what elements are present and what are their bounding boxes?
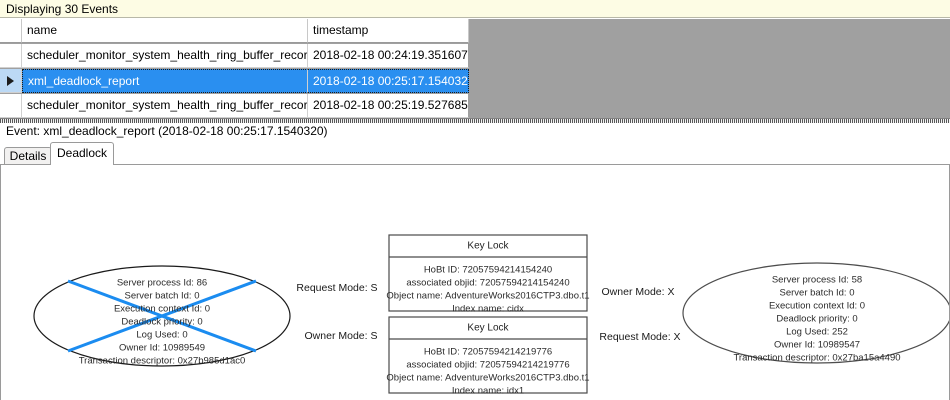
selected-event-caption: Event: xml_deadlock_report (2018-02-18 0… [6, 124, 328, 138]
edge-right-owner-x-text: Owner Mode: X [602, 286, 675, 298]
keylock-bottom-line-0: HoBt ID: 72057594214219776 [424, 347, 552, 358]
resource-node-keylock-top[interactable]: Key Lock HoBt ID: 72057594214154240 asso… [386, 234, 590, 315]
keylock-bottom-line-1: associated objid: 72057594214219776 [406, 360, 569, 371]
deadlock-victim-cross-icon [67, 279, 257, 353]
process-left-line-4: Log Used: 0 [136, 330, 187, 341]
process-right-line-3: Deadlock priority: 0 [776, 314, 857, 325]
cell-event-name[interactable]: scheduler_monitor_system_health_ring_buf… [22, 44, 308, 68]
process-node-left[interactable]: Server process Id: 86 Server batch Id: 0… [33, 265, 291, 367]
process-right-line-2: Execution context Id: 0 [769, 301, 865, 312]
cell-event-name[interactable]: scheduler_monitor_system_health_ring_buf… [22, 94, 308, 118]
process-right-line-6: Transaction descriptor: 0x27ba15a4490 [733, 353, 900, 364]
edge-left-request-s-text: Request Mode: S [296, 282, 377, 294]
row-selector[interactable] [0, 44, 22, 68]
process-left-line-2: Execution context Id: 0 [114, 304, 210, 315]
tabstrip: Details Deadlock [0, 142, 950, 165]
keylock-bottom-line-3: Index name: idx1 [452, 386, 524, 397]
row-selector[interactable] [0, 69, 22, 93]
keylock-bottom-line-2: Object name: AdventureWorks2016CTP3.dbo.… [386, 373, 589, 384]
current-row-pointer-icon [7, 76, 14, 86]
process-right-line-5: Owner Id: 10989547 [774, 340, 860, 351]
row-selector[interactable] [0, 94, 22, 118]
keylock-top-line-0: HoBt ID: 72057594214154240 [424, 265, 552, 276]
column-header-name: name [27, 23, 58, 37]
event-name-text: xml_deadlock_report [28, 74, 140, 88]
edge-label-left-owner-s: Owner Mode: S [297, 328, 385, 342]
keylock-bottom-box [388, 316, 588, 394]
keylock-top-line-2: Object name: AdventureWorks2016CTP3.dbo.… [386, 291, 589, 302]
keylock-bottom-title: Key Lock [467, 323, 509, 334]
process-right-line-4: Log Used: 252 [786, 327, 848, 338]
process-left-line-1: Server batch Id: 0 [125, 291, 200, 302]
tab-deadlock[interactable]: Deadlock [50, 142, 114, 165]
edge-label-right-request-x: Request Mode: X [591, 329, 689, 343]
process-right-line-0: Server process Id: 58 [772, 275, 862, 286]
cell-event-timestamp[interactable]: 2018-02-18 00:24:19.3516078 [308, 44, 469, 68]
process-left-line-6: Transaction descriptor: 0x27b985d1ac0 [79, 356, 246, 367]
process-left-line-3: Deadlock priority: 0 [121, 317, 202, 328]
grid-header-row: name timestamp [0, 19, 469, 43]
event-timestamp-text: 2018-02-18 00:25:17.1540320 [313, 74, 469, 88]
process-left-line-0: Server process Id: 86 [117, 278, 207, 289]
deadlock-graph-canvas[interactable]: Server process Id: 86 Server batch Id: 0… [0, 164, 950, 400]
table-row[interactable]: scheduler_monitor_system_health_ring_buf… [0, 94, 469, 118]
tab-details[interactable]: Details [4, 147, 52, 165]
column-header-timestamp: timestamp [313, 23, 369, 37]
event-timestamp-text: 2018-02-18 00:25:19.5276859 [313, 98, 469, 112]
event-name-text: scheduler_monitor_system_health_ring_buf… [27, 98, 308, 112]
grid-header-timestamp-cell[interactable]: timestamp [308, 19, 469, 43]
table-row[interactable]: scheduler_monitor_system_health_ring_buf… [0, 44, 469, 68]
events-grid[interactable]: name timestamp scheduler_monitor_system_… [0, 19, 950, 119]
process-right-line-1: Server batch Id: 0 [780, 288, 855, 299]
cell-event-timestamp[interactable]: 2018-02-18 00:25:19.5276859 [308, 94, 469, 118]
keylock-top-line-1: associated objid: 72057594214154240 [406, 278, 569, 289]
cell-event-timestamp[interactable]: 2018-02-18 00:25:17.1540320 [308, 69, 469, 93]
process-node-right[interactable]: Server process Id: 58 Server batch Id: 0… [682, 262, 950, 364]
edge-label-left-request-s: Request Mode: S [289, 280, 385, 294]
edge-label-right-owner-x: Owner Mode: X [593, 284, 683, 298]
table-row-selected[interactable]: xml_deadlock_report 2018-02-18 00:25:17.… [0, 69, 469, 93]
horizontal-splitter-handle[interactable] [0, 119, 950, 123]
keylock-top-box [388, 234, 588, 312]
process-left-line-5: Owner Id: 10989549 [119, 343, 205, 354]
cell-event-name[interactable]: xml_deadlock_report [22, 69, 308, 93]
edge-right-request-x-text: Request Mode: X [599, 331, 680, 343]
keylock-top-line-3: Index name: cidx [452, 304, 524, 315]
events-count-label: Displaying 30 Events [6, 2, 119, 16]
grid-header-selector-cell [0, 19, 22, 43]
process-ellipse-right [682, 262, 949, 364]
event-timestamp-text: 2018-02-18 00:24:19.3516078 [313, 48, 469, 62]
resource-node-keylock-bottom[interactable]: Key Lock HoBt ID: 72057594214219776 asso… [386, 316, 590, 397]
events-banner: Displaying 30 Events [0, 0, 950, 18]
event-name-text: scheduler_monitor_system_health_ring_buf… [27, 48, 308, 62]
deadlock-graph: Server process Id: 86 Server batch Id: 0… [33, 234, 950, 397]
keylock-top-title: Key Lock [467, 241, 509, 252]
grid-header-name-cell[interactable]: name [22, 19, 308, 43]
edge-left-owner-s-text: Owner Mode: S [305, 330, 378, 342]
